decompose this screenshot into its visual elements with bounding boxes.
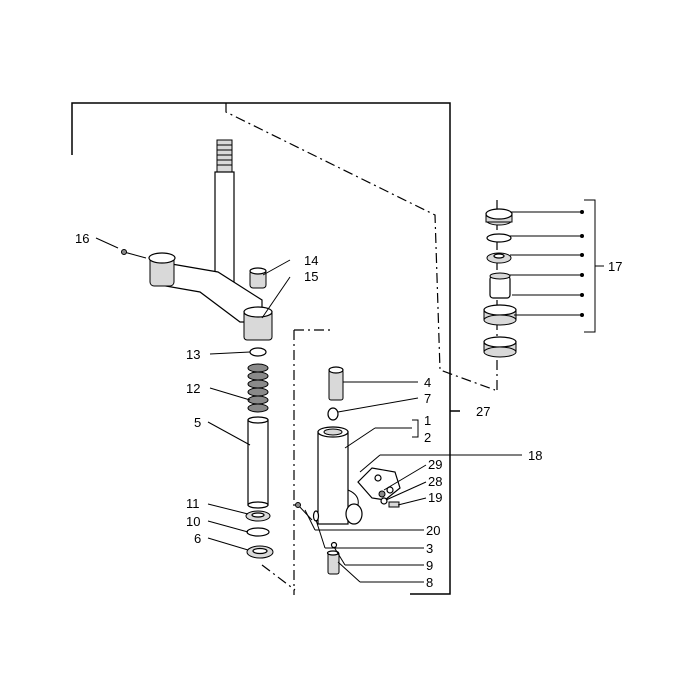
- label-13: 13: [186, 347, 200, 362]
- label-7: 7: [424, 391, 431, 406]
- bolt-19: [388, 501, 400, 508]
- label-17: 17: [608, 259, 622, 274]
- label-15: 15: [304, 269, 318, 284]
- ring-11: [245, 510, 271, 522]
- label-9: 9: [426, 558, 433, 573]
- label-27: 27: [476, 404, 490, 419]
- kit-17-parts: [483, 208, 517, 358]
- label-4: 4: [424, 375, 431, 390]
- bolt-8: [326, 550, 340, 575]
- label-19: 19: [428, 490, 442, 505]
- label-16: 16: [75, 231, 89, 246]
- screw-16: [121, 249, 147, 259]
- pad-7: [327, 407, 339, 421]
- label-6: 6: [194, 531, 201, 546]
- label-20: 20: [426, 523, 440, 538]
- seal-6: [246, 545, 274, 559]
- nut-29: [378, 490, 386, 498]
- label-5: 5: [194, 415, 201, 430]
- label-29: 29: [428, 457, 442, 472]
- label-14: 14: [304, 253, 318, 268]
- label-12: 12: [186, 381, 200, 396]
- steering-stem-assembly: [148, 139, 273, 341]
- bushing-14: [249, 267, 267, 289]
- washer-28: [380, 497, 388, 505]
- leader-lines: [95, 237, 522, 583]
- oring-9: [330, 541, 338, 549]
- kit-17-bracket: [510, 199, 604, 333]
- label-2: 2: [424, 430, 431, 445]
- ring-13: [249, 347, 267, 357]
- label-28: 28: [428, 474, 442, 489]
- assembly-frame: [71, 102, 498, 595]
- label-1: 1: [424, 413, 431, 428]
- rod-4: [328, 366, 344, 401]
- screw-20: [295, 502, 313, 521]
- label-10: 10: [186, 514, 200, 529]
- washer-10: [246, 527, 270, 537]
- label-8: 8: [426, 575, 433, 590]
- bracket-18: [357, 467, 401, 501]
- spring-12: [247, 363, 269, 413]
- label-18: 18: [528, 448, 542, 463]
- label-3: 3: [426, 541, 433, 556]
- callout-labels: 16 14 15 13 12 5 11 10 6 4 7 1 2 27 18 2…: [75, 231, 622, 590]
- label-11: 11: [186, 496, 200, 511]
- pin-3: [312, 510, 320, 522]
- fork-tube-5: [247, 416, 269, 509]
- fork-leg-1-2: [317, 426, 363, 525]
